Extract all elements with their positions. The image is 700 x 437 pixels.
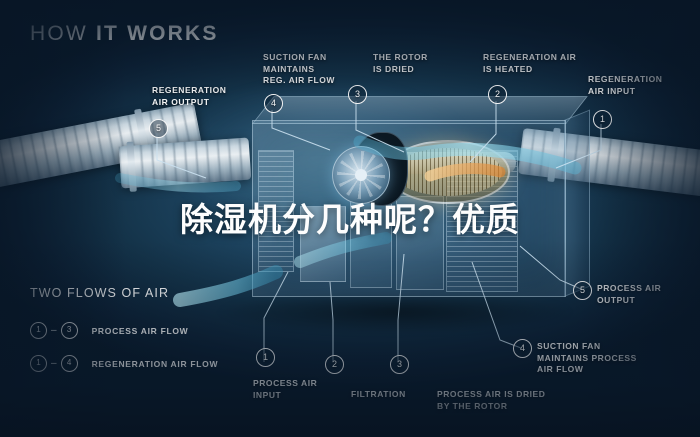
vignette-overlay — [0, 0, 700, 437]
how-it-works-diagram: HOW IT WORKS 除湿机分几种呢？优质 REGENERATION AIR… — [0, 0, 700, 437]
